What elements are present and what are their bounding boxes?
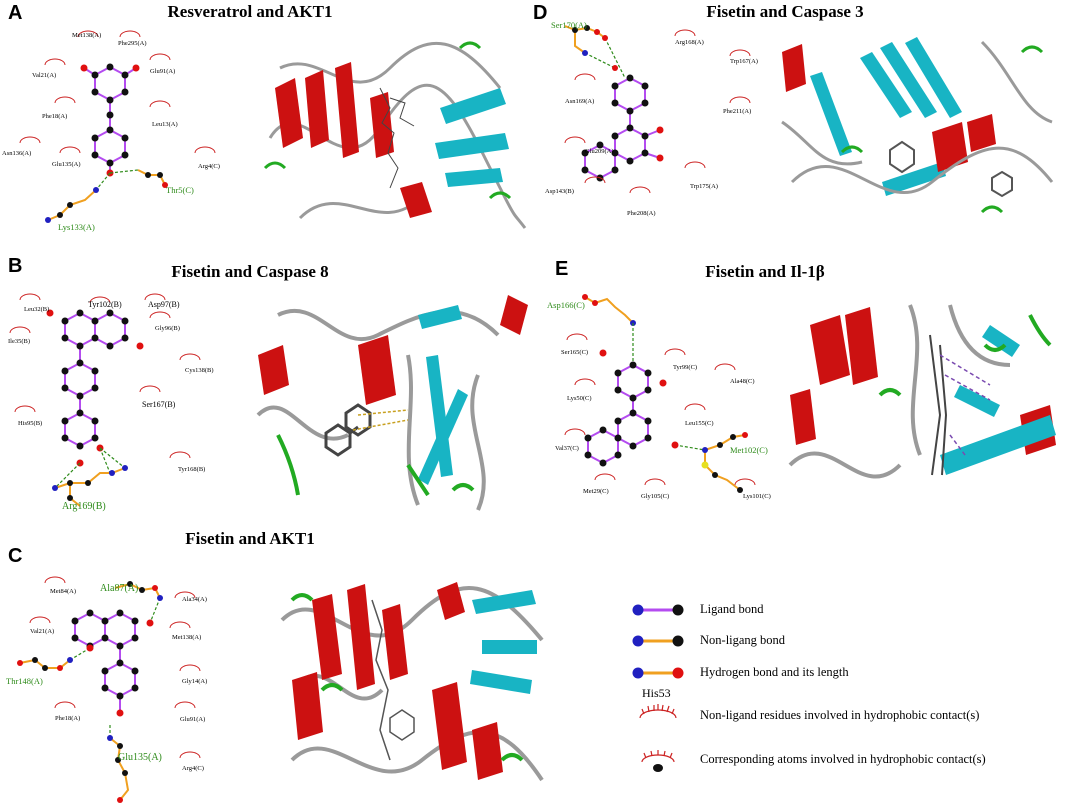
legend-non-ligand-residues-label: Non-ligand residues involved in hydropho…: [700, 708, 980, 722]
residue-label: Glu209(A): [585, 148, 614, 155]
ligand-2d-structure-e: [564, 294, 756, 493]
residue-label: Asp97(B): [148, 300, 180, 309]
residue-label: Gly14(A): [182, 678, 208, 685]
hbond-residue-label: Lys133(A): [58, 222, 95, 232]
residue-label: Ser165(C): [561, 349, 589, 356]
residue-label: Trp175(A): [690, 183, 718, 190]
legend-ligand-bond-label: Ligand bond: [700, 602, 764, 616]
residue-label: Lys101(C): [743, 493, 771, 500]
residue-label: Met84(A): [50, 588, 76, 595]
ligand-interaction-diagram-d: Ser170(A) Arg168(A) Trp167(A) Asn169(A) …: [545, 18, 780, 238]
residue-label: Trp167(A): [730, 58, 758, 65]
panel-letter-a: A: [8, 2, 23, 24]
hbond-residue-label: Met102(C): [730, 445, 768, 455]
residue-label: Arg168(A): [675, 39, 704, 46]
panel-title-b: Fisetin and Caspase 8: [171, 262, 329, 281]
legend: Ligand bond Non-ligang bond Hydrogen bon…: [620, 590, 1060, 800]
protein-3d-structure-c: [272, 560, 550, 800]
residue-label: Ser167(B): [142, 400, 176, 409]
protein-3d-structure-e: [788, 304, 1058, 510]
residue-label: Leu13(A): [152, 121, 178, 128]
ribbon-render-d: [781, 32, 1057, 232]
residue-label: Met138(A): [72, 32, 102, 39]
residue-label: Leu155(C): [685, 420, 714, 427]
panel-title-c: Fisetin and AKT1: [185, 529, 315, 548]
protein-3d-structure-a: [260, 28, 530, 238]
ligand-interaction-diagram-a: Met138(A) Phe295(A) Val21(A) Glu91(A) Ph…: [0, 25, 250, 240]
ribbon-render-e: [788, 304, 1058, 510]
residue-label: Asn169(A): [565, 98, 595, 105]
protein-3d-structure-d: [781, 32, 1057, 232]
residue-label: Glu91(A): [180, 716, 206, 723]
panel-letter-c: C: [8, 545, 23, 567]
residue-label: Phe18(A): [42, 113, 68, 120]
residue-label: Asp143(B): [545, 188, 574, 195]
residue-label: Arg4(C): [182, 765, 204, 772]
ribbon-render-c: [280, 582, 544, 782]
residue-label: Asn136(A): [2, 150, 32, 157]
residue-label: Phe18(A): [55, 715, 81, 722]
hbond-residue-label: Thr148(A): [6, 676, 43, 686]
ligand-2d-structure-a: [19, 30, 216, 223]
protein-3d-structure-b: [256, 295, 530, 511]
ribbon-render-b: [256, 295, 528, 511]
hbond-residue-label: Asp166(C): [547, 300, 585, 310]
residue-label: Ile35(B): [8, 338, 31, 345]
hbond-residue-label: Arg169(B): [62, 501, 106, 512]
ligand-2d-structure-c: [17, 576, 201, 803]
residue-label: Val21(A): [30, 628, 55, 635]
residue-label: Glu91(A): [150, 68, 176, 75]
residue-label: Phe211(A): [723, 108, 752, 115]
residue-label: Tyr102(B): [88, 300, 122, 309]
legend-ligand-atom-left: [632, 604, 644, 616]
panel-title-d: Fisetin and Caspase 3: [706, 2, 864, 21]
ligand-interaction-diagram-b: Leu32(B) Tyr102(B) Asp97(B) Ile35(B) Gly…: [0, 288, 250, 513]
residue-label: Gly105(C): [641, 493, 670, 500]
residue-label: Gly96(B): [155, 325, 180, 332]
residue-label: Tyr99(C): [673, 364, 698, 371]
legend-hydrogen-bond-label: Hydrogen bond and its length: [700, 665, 849, 679]
panel-title-a: Resveratrol and AKT1: [167, 2, 333, 21]
hbond-residue-label: Ser170(A): [551, 20, 587, 30]
residue-label: Leu32(B): [24, 306, 50, 313]
residue-label: Val21(A): [32, 72, 57, 79]
residue-label: Phe208(A): [627, 210, 656, 217]
residue-label: Met29(C): [583, 488, 609, 495]
residue-label: Cys138(B): [185, 367, 214, 374]
residue-label: Met138(A): [172, 634, 202, 641]
residue-label: Phe295(A): [118, 40, 147, 47]
panel-title-e: Fisetin and Il-1β: [705, 262, 825, 281]
hbond-residue-label: Ala87(A): [100, 583, 139, 594]
legend-corresponding-atoms-label: Corresponding atoms involved in hydropho…: [700, 752, 986, 766]
residue-label: Arg4(C): [198, 163, 220, 170]
legend-example-residue: His53: [642, 686, 671, 700]
panel-letter-b: B: [8, 255, 23, 277]
ligand-2d-structure-b: [9, 293, 201, 507]
residue-label: Tyr168(B): [178, 466, 206, 473]
residue-label: Ala34(A): [182, 596, 207, 603]
residue-label: Ala48(C): [730, 378, 755, 385]
panel-letter-d: D: [533, 2, 548, 24]
ribbon-render-a: [263, 41, 527, 229]
residue-label: Glu135(A): [52, 161, 81, 168]
residue-label: Lys50(C): [567, 395, 592, 402]
panel-letter-e: E: [555, 258, 569, 280]
ligand-interaction-diagram-c: Met84(A) Ala87(A) Ala34(A) Val21(A) Met1…: [0, 568, 250, 806]
ligand-interaction-diagram-e: Asp166(C) Ser165(C) Tyr99(C) Ala48(C) Ly…: [545, 285, 785, 510]
residue-label: His95(B): [18, 420, 43, 427]
residue-label: Val37(C): [555, 445, 579, 452]
hbond-residue-label: Glu135(A): [118, 752, 162, 763]
ligand-2d-structure-d: [564, 25, 751, 194]
hbond-residue-label: Thr5(C): [166, 185, 194, 195]
legend-non-ligand-bond-label: Non-ligang bond: [700, 633, 786, 647]
legend-symbols: [632, 604, 684, 772]
